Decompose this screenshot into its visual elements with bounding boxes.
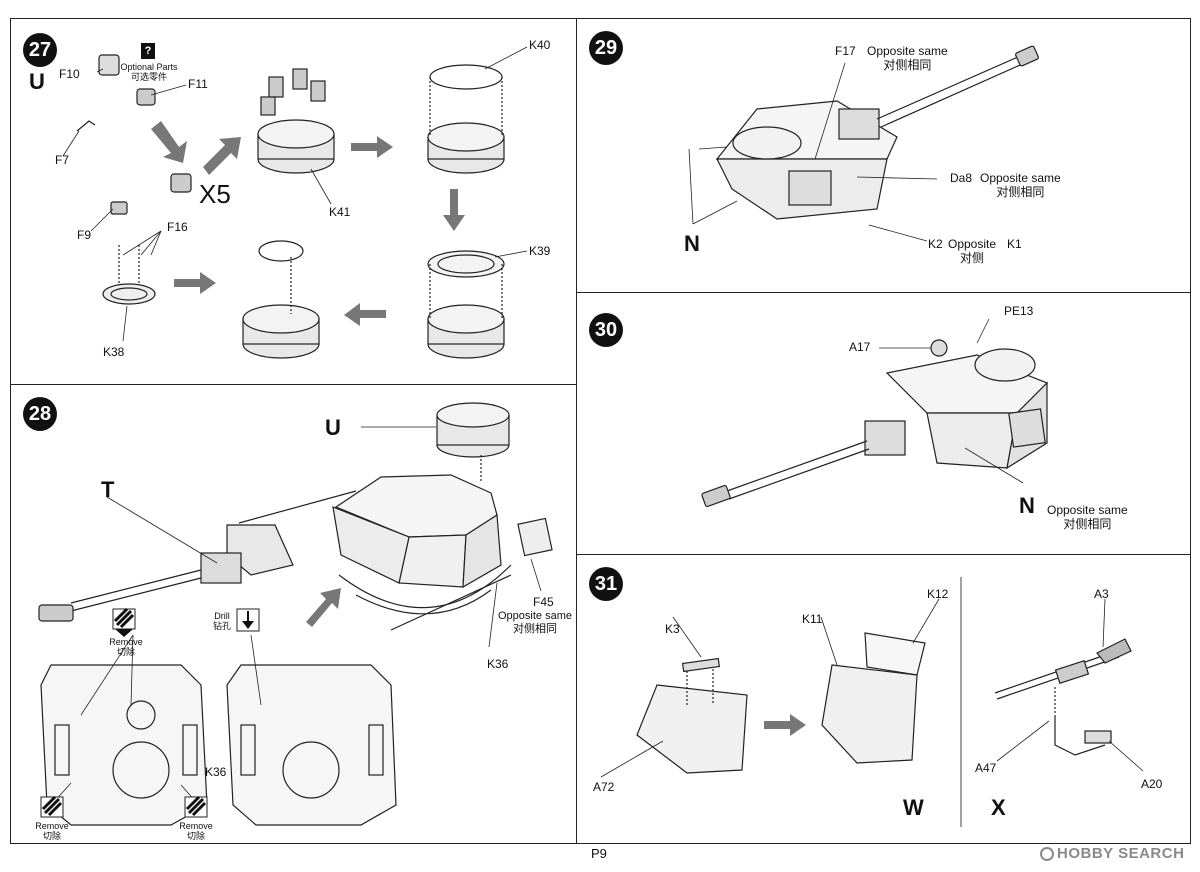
f45-opposite-note: Opposite same 对侧相同 (498, 610, 572, 635)
drill-label: Drill 钻孔 (212, 611, 231, 631)
letter-u: U (29, 69, 45, 94)
n-opposite-note: Opposite same 对侧相同 (1047, 503, 1128, 531)
letter-x: X (991, 795, 1006, 820)
remove-label-right: Remove 切除 (179, 821, 213, 841)
part-k39: K39 (529, 244, 551, 258)
hobby-search-logo-icon (1040, 847, 1054, 861)
letter-n: N (1019, 493, 1035, 518)
part-a47: A47 (975, 761, 997, 775)
part-a20: A20 (1141, 777, 1163, 791)
part-f7: F7 (55, 153, 70, 167)
part-f45: F45 (533, 595, 554, 609)
multiplier-x5: X5 (199, 179, 231, 209)
part-k36-turret: K36 (487, 657, 509, 671)
step-31-illustration (600, 577, 1144, 827)
step-30-panel: 30 PE13 A17 N Opposite same 对侧相同 (576, 292, 1191, 556)
step-number-27: 27 (23, 33, 57, 67)
page-number: P9 (591, 846, 607, 861)
step-number-29: 29 (589, 31, 623, 65)
step-number-28: 28 (23, 397, 57, 431)
step-31-panel: 31 K3 A72 K11 K12 A3 A47 A20 W X (576, 554, 1191, 844)
part-a72: A72 (593, 780, 615, 794)
da8-opposite-note: Opposite same 对侧相同 (980, 171, 1061, 199)
step-30-illustration (701, 318, 1049, 508)
letter-t: T (101, 477, 115, 502)
part-f9: F9 (77, 228, 92, 242)
part-k11: K11 (802, 612, 823, 626)
optional-parts-icon: ? (141, 43, 155, 59)
optional-parts-label: Optional Parts 可选零件 (120, 62, 178, 82)
remove-label-top: Remove 切除 (109, 637, 143, 657)
part-a17: A17 (849, 340, 871, 354)
step-28-panel: 28 U T F45 Opposite same 对侧相同 K36 K36 Re… (10, 384, 577, 844)
step-29-panel: 29 F17 Opposite same 对侧相同 Da8 Opposite s… (576, 18, 1191, 294)
part-f17: F17 (835, 44, 856, 58)
part-a3: A3 (1094, 587, 1109, 601)
letter-n: N (684, 231, 700, 256)
part-k2: K2 (928, 237, 943, 251)
part-k38: K38 (103, 345, 125, 359)
step-27-illustration (62, 46, 528, 359)
part-f16: F16 (167, 220, 188, 234)
step-number-30: 30 (589, 313, 623, 347)
remove-label-left: Remove 切除 (35, 821, 69, 841)
part-k1: K1 (1007, 237, 1022, 251)
f17-opposite-note: Opposite same 对侧相同 (867, 44, 948, 72)
part-da8: Da8 (950, 171, 973, 185)
part-f11: F11 (188, 77, 208, 91)
letter-w: W (903, 795, 924, 820)
step-27-panel: 27 U F10 ? Optional Parts 可选零件 F11 F7 X5… (10, 18, 577, 386)
part-k41: K41 (329, 205, 351, 219)
part-f10: F10 (59, 67, 80, 81)
watermark-text: HOBBY SEARCH (1057, 845, 1185, 862)
watermark: HOBBY SEARCH (1040, 845, 1184, 862)
letter-u: U (325, 415, 341, 440)
step-28-illustration (38, 402, 553, 826)
part-k3: K3 (665, 622, 680, 636)
k2-opposite-note: Opposite 对侧 (948, 237, 997, 265)
part-k36-roof: K36 (205, 765, 227, 779)
part-k12: K12 (927, 587, 949, 601)
part-pe13: PE13 (1004, 304, 1034, 318)
step-number-31: 31 (589, 567, 623, 601)
part-k40: K40 (529, 38, 551, 52)
step-29-illustration (688, 45, 1039, 242)
